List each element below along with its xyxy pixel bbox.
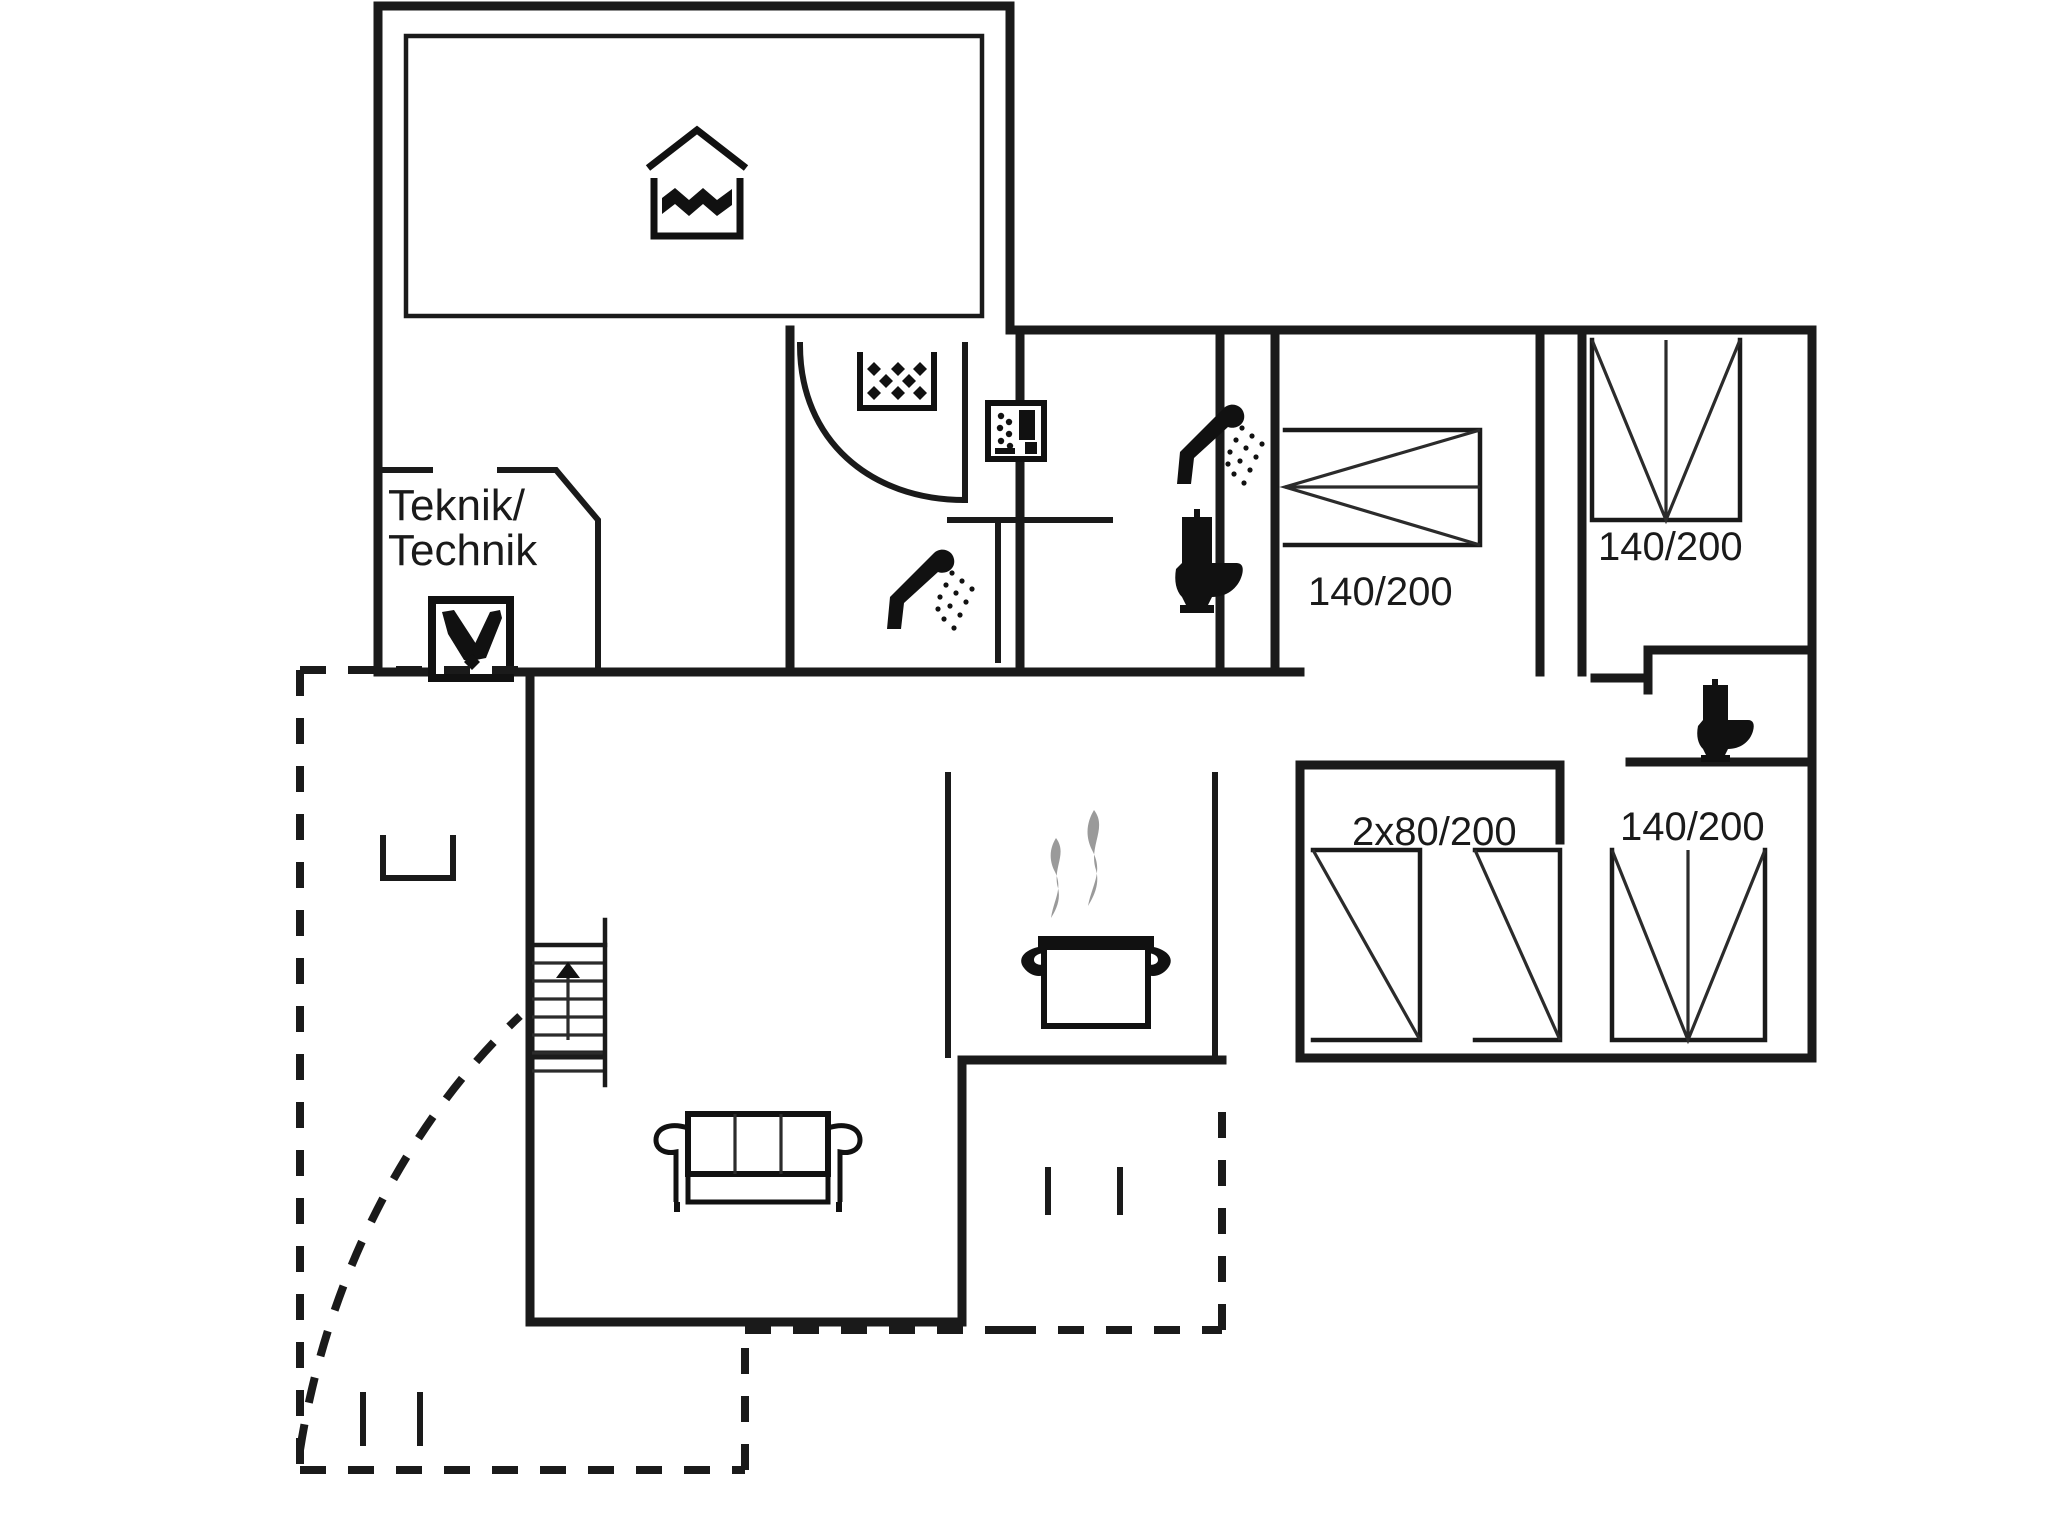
- stairs-up-icon: [529, 917, 608, 1088]
- bed-single-right: [1472, 847, 1563, 1043]
- bath-partitions: [947, 517, 1113, 663]
- toilet-icon: [1697, 679, 1754, 762]
- technical-room-label-line1: Teknik/: [388, 481, 526, 530]
- shower-icon: [1177, 404, 1265, 486]
- shower-icon: [887, 549, 975, 631]
- bed-double-center: [1279, 427, 1483, 548]
- toilet-icon: [1175, 509, 1243, 613]
- washing-machine-icon: [428, 596, 514, 682]
- sauna-icon: [985, 400, 1047, 462]
- bed-double-top-right: [1589, 337, 1743, 525]
- upper-rooms-walls: [373, 325, 1817, 1063]
- bed-double-bottom-right: [1609, 847, 1768, 1045]
- terrace-marks: [360, 835, 1123, 1446]
- sofa-icon: [653, 1111, 863, 1212]
- cooking-pot-icon: [1021, 810, 1171, 1029]
- pool-hall-walls: [373, 1, 1025, 675]
- technical-room-walls: [375, 467, 601, 675]
- bed-label-center: 140/200: [1308, 570, 1453, 614]
- whirlpool-icon: [796, 341, 969, 504]
- bed-single-left: [1310, 847, 1423, 1043]
- living-wing-walls: [525, 667, 1227, 1327]
- bedroom-twin-walls: [1295, 760, 1565, 1060]
- bed-label-top-right: 140/200: [1598, 525, 1743, 569]
- bed-label-bottom-right: 140/200: [1620, 805, 1765, 849]
- bed-label-twin: 2x80/200: [1352, 810, 1517, 854]
- terrace-outline: [296, 666, 1226, 1474]
- technical-room-label-line2: Technik: [388, 526, 538, 575]
- indoor-pool-icon: [645, 125, 749, 240]
